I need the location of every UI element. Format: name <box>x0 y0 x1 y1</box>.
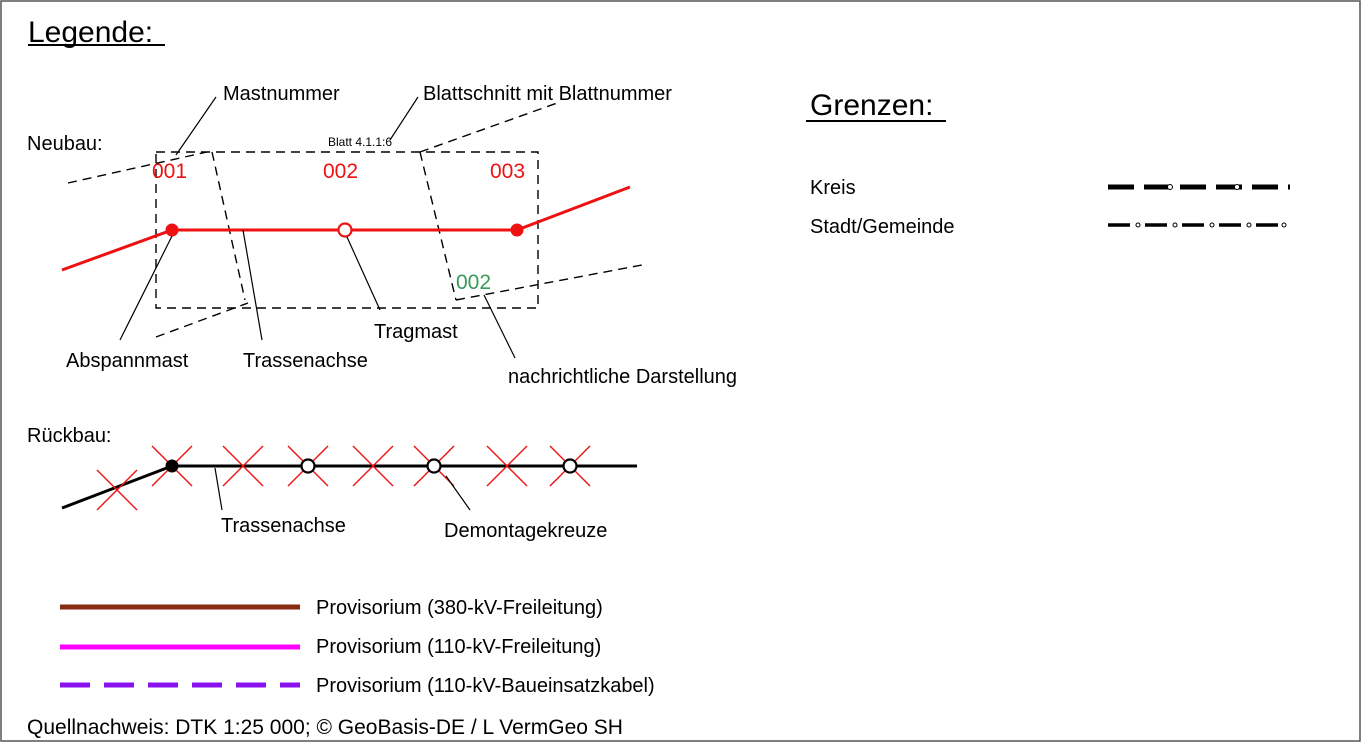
legend-title: Legende: <box>28 16 153 49</box>
provisorium-110kv-label: Provisorium (110-kV-Freileitung) <box>316 636 601 658</box>
callout-rueckbau-trassenachse: Trassenachse <box>221 515 346 537</box>
dismantle-cross-7 <box>486 445 528 487</box>
callout-nachrichtlich: nachrichtliche Darstellung <box>508 366 737 388</box>
rueckbau-section: Rückbau: Trassenachse Demontagekreuze <box>27 425 637 542</box>
callout-trassenachse: Trassenachse <box>243 350 368 372</box>
suspension-mast-marker <box>337 222 353 238</box>
dismantle-cross-1 <box>96 469 138 511</box>
mast-number-1: 001 <box>152 160 187 183</box>
dismantle-suspension-mast-1 <box>300 458 316 474</box>
neubau-label: Neubau: <box>27 133 103 155</box>
mast-number-2: 002 <box>323 160 358 183</box>
info-mast-number: 002 <box>456 271 491 294</box>
dead-end-mast-marker-2 <box>510 223 524 237</box>
mast-number-3: 003 <box>490 160 525 183</box>
dismantle-line-axis <box>61 464 637 510</box>
provisorium-380kv-label: Provisorium (380-kV-Freileitung) <box>316 597 603 619</box>
source-note: Quellnachweis: DTK 1:25 000; © GeoBasis-… <box>27 716 623 739</box>
leader-rueckbau-trassenachse <box>214 467 223 511</box>
provisorium-legend: Provisorium (380-kV-Freileitung) Proviso… <box>60 597 655 697</box>
dismantle-dead-end-mast <box>165 459 179 473</box>
sheet-edge-lower-right <box>455 264 643 301</box>
grenzen-title: Grenzen: <box>810 89 933 122</box>
callout-demontagekreuze: Demontagekreuze <box>444 520 607 542</box>
sheet-edge-diagonal-left <box>211 151 246 301</box>
neubau-section: Neubau: Blatt 4.1.1:6 001 002 003 002 <box>27 83 737 388</box>
dead-end-mast-marker <box>165 223 179 237</box>
leader-trassenachse <box>242 229 263 341</box>
leader-demontagekreuze <box>445 475 471 511</box>
rueckbau-label: Rückbau: <box>27 425 112 447</box>
callout-abspannmast: Abspannmast <box>66 350 189 372</box>
sheet-edge-upper-right <box>419 101 561 153</box>
dismantle-cross-5 <box>352 445 394 487</box>
callout-mastnummer: Mastnummer <box>223 83 340 105</box>
provisorium-cable-label: Provisorium (110-kV-Baueinsatzkabel) <box>316 675 655 697</box>
boundary-kreis-symbol <box>1108 184 1290 190</box>
sheet-edge-lower-left <box>155 302 249 338</box>
leader-tragmast <box>346 236 381 311</box>
sheet-edge-upper-left <box>67 151 208 184</box>
leader-mastnummer <box>175 96 217 156</box>
dismantle-suspension-mast-3 <box>562 458 578 474</box>
leader-blattschnitt <box>389 96 419 141</box>
dismantle-suspension-mast-2 <box>426 458 442 474</box>
boundary-kreis-label: Kreis <box>810 177 856 199</box>
sheet-number-label: Blatt 4.1.1:6 <box>328 135 392 149</box>
sheet-box <box>155 151 539 309</box>
grenzen-legend: Grenzen: Kreis Stadt/Gemeinde <box>806 89 1290 238</box>
sheet-edge-diagonal-right <box>419 151 457 301</box>
leader-nachrichtlich <box>483 294 516 359</box>
boundary-gemeinde-label: Stadt/Gemeinde <box>810 216 955 238</box>
boundary-gemeinde-symbol <box>1108 222 1290 228</box>
dismantle-cross-3 <box>222 445 264 487</box>
leader-abspannmast <box>119 235 173 341</box>
callout-tragmast: Tragmast <box>374 321 458 343</box>
callout-blattschnitt: Blattschnitt mit Blattnummer <box>423 83 672 105</box>
